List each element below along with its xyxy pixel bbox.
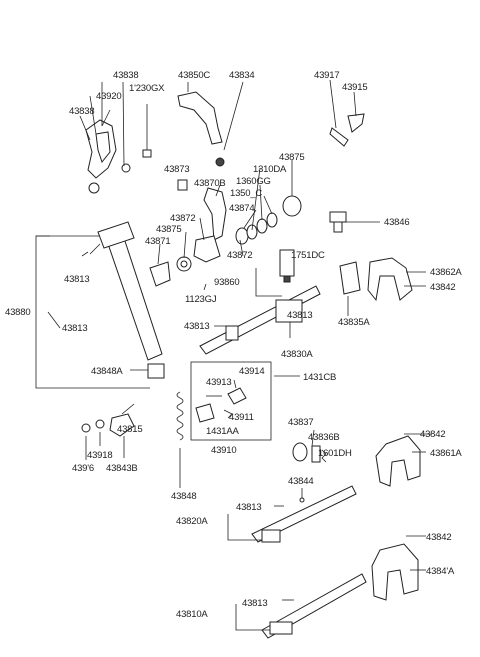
part-labels: 43838 1'230GX 43920 43838 43850C 43834 4… [5,70,463,620]
label-43838-left: 43838 [69,106,94,117]
bracket-43850c [177,81,244,167]
label-43910: 43910 [211,445,236,456]
label-43813-e: 43813 [236,502,261,513]
label-43916: 439'6 [72,463,94,474]
label-43875-top: 43875 [279,152,304,163]
bracket-43915 [347,91,365,133]
label-43861a: 43861A [430,448,462,459]
label-43843b: 43843B [106,463,138,474]
label-43842-c: 43842 [426,532,451,543]
fork-43841a [371,543,419,601]
label-43842-b: 43842 [420,429,445,440]
shaft-43810a [235,573,367,639]
label-43914: 43914 [239,366,264,377]
label-1360gg: 1360GG [236,176,271,187]
label-1350c: 1350_C [230,188,262,199]
label-43820a: 43820A [176,516,208,527]
label-1310da: 1310DA [253,164,287,175]
label-43911: 43911 [229,412,254,423]
label-43813-b: 43813 [62,323,87,334]
label-43844: 43844 [288,476,313,487]
label-43841a: 4384'A [426,566,455,577]
label-43838-top: 43838 [113,70,138,81]
label-43834: 43834 [229,70,254,81]
label-93860: 93860 [214,277,239,288]
shaft-43880 [35,221,163,389]
label-43846: 43846 [384,217,409,228]
label-43917: 43917 [314,70,339,81]
bolt-1230gx [142,104,152,158]
detent-43837 [292,442,327,503]
fork-43861a [375,435,421,487]
label-43850c: 43850C [178,70,210,81]
label-43815: 43815 [117,424,142,435]
label-43872-lower: 43872 [227,250,252,261]
label-43813-d: 43813 [287,310,312,321]
label-43920: 43920 [96,91,121,102]
label-43872-upper: 43872 [170,213,195,224]
label-43915: 43915 [342,82,367,93]
label-43836b: 43836B [308,432,340,443]
label-43835a: 43835A [338,317,370,328]
cap-43846 [329,211,380,233]
label-43848: 43848 [171,491,196,502]
bracket-43838-assembly [85,109,131,194]
washer-stack [235,195,302,245]
bracket-43843b [81,413,135,437]
block-43848a [147,363,165,379]
detent-1751dc [255,249,295,297]
label-43913: 43913 [206,377,231,388]
label-1751dc: 1751DC [291,250,325,261]
label-43842-a: 43842 [430,282,455,293]
label-43830a: 43830A [281,349,313,360]
label-43813-c: 43813 [184,321,209,332]
label-43870b: 43870B [194,178,226,189]
label-43875-mid: 43875 [156,224,181,235]
label-43880: 43880 [5,307,30,318]
leader-lines [47,81,432,571]
label-43871: 43871 [145,236,170,247]
pin-43917 [329,79,349,147]
label-1230gx: 1'230GX [129,83,165,94]
label-43837: 43837 [288,417,313,428]
label-43918: 43918 [87,450,112,461]
selector-lever-43870b [149,179,227,287]
shaft-43830a [199,285,321,355]
label-43873: 43873 [164,164,189,175]
label-43813-f: 43813 [242,598,267,609]
interlock-group-43910 [190,361,272,441]
spring-43848 [176,391,184,488]
label-43862a: 43862A [430,267,462,278]
label-43874: 43874 [229,203,254,214]
shaft-43820a [227,485,357,543]
label-43813-a: 43813 [64,274,89,285]
label-1601dh: 1601DH [318,448,352,459]
label-43810a: 43810A [176,609,208,620]
fork-43862a [339,257,413,302]
label-1431aa: 1431AA [206,426,239,437]
label-1431cb: 1431CB [303,372,336,383]
label-43848a: 43848A [91,366,123,377]
label-1123gj: 1123GJ [185,294,217,305]
